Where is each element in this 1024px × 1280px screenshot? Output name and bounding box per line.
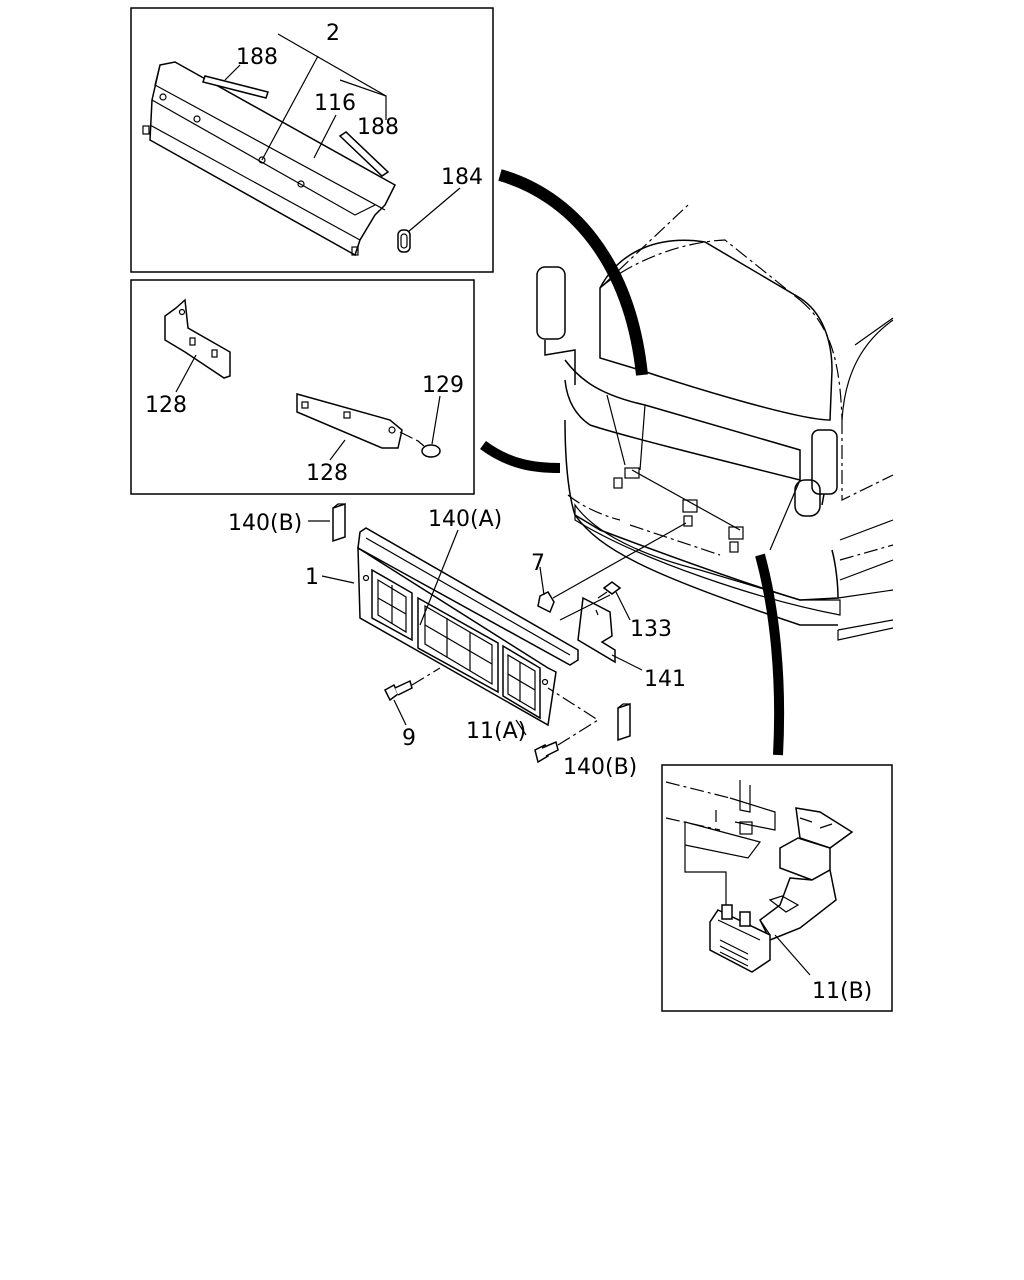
- label-11b: 11(B): [812, 979, 872, 1004]
- radiator-grille-1: [357, 546, 557, 727]
- pointer-arc-upper: [498, 169, 648, 376]
- label-1: 1: [305, 565, 319, 590]
- right-mirror: [811, 429, 838, 495]
- label-140a: 140(A): [428, 507, 502, 532]
- upper-trim-panel: [149, 61, 396, 257]
- label-184: 184: [441, 165, 483, 190]
- screw-129: [421, 444, 441, 458]
- clip-7: [537, 591, 555, 614]
- label-129: 129: [422, 373, 464, 398]
- label-9: 9: [402, 726, 416, 751]
- label-128-lower: 128: [306, 461, 348, 486]
- bracket-128-lower: [296, 393, 403, 449]
- left-mirror: [536, 266, 566, 340]
- bracket-128-upper: [164, 298, 231, 379]
- windshield: [599, 239, 833, 421]
- grille-assembly: 140(B) 140(A) 1 7 133 141 9 11(A) 140(B): [228, 502, 687, 780]
- label-133: 133: [630, 617, 672, 642]
- bracket-141: [577, 596, 616, 664]
- label-140b-top: 140(B): [228, 511, 302, 536]
- label-2: 2: [326, 21, 340, 46]
- pointer-arc-middle: [480, 440, 561, 473]
- bumper: [564, 419, 839, 601]
- pad-140b-top: [332, 502, 346, 543]
- weatherstrip-188-upper: [202, 75, 269, 99]
- label-128-upper: 128: [145, 393, 187, 418]
- pad-140b-bottom: [617, 702, 631, 742]
- inset-frame-2: [130, 279, 475, 495]
- label-188-upper: 188: [236, 45, 278, 70]
- clip-184: [397, 229, 411, 253]
- screw-133: [602, 581, 622, 595]
- side-lamp: [794, 479, 821, 517]
- inset-clip-detail: 11(B): [661, 764, 893, 1012]
- grille-top-strip-140a: [357, 527, 579, 666]
- pointer-arc-lower: [755, 553, 785, 756]
- label-7: 7: [531, 551, 545, 576]
- inset-upper-trim: 2 188 116 188 184: [130, 7, 494, 273]
- label-141: 141: [644, 667, 686, 692]
- label-116: 116: [314, 91, 356, 116]
- inset-brackets: 128 129 128: [130, 279, 475, 495]
- inset-frame-1: [130, 7, 494, 273]
- weatherstrip-188-lower: [338, 131, 390, 177]
- label-11a: 11(A): [466, 719, 526, 744]
- label-188-lower: 188: [357, 115, 399, 140]
- clip-11b-top: [795, 807, 854, 849]
- truck-cab-front: [536, 204, 894, 641]
- label-140b-bottom: 140(B): [563, 755, 637, 780]
- inset-frame-3: [661, 764, 893, 1012]
